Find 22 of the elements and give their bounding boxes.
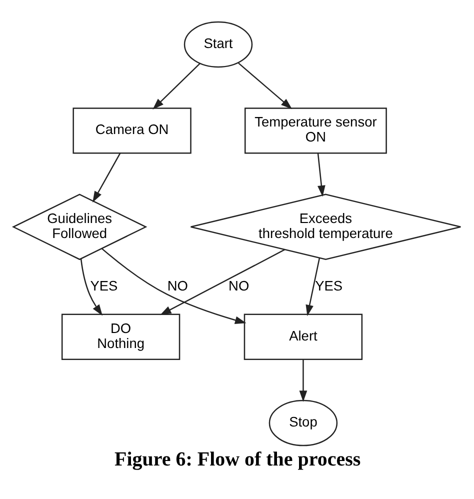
node-diamond: Exceeds threshold temperature [190, 193, 462, 260]
node-diamond: Guidelines Followed [12, 193, 148, 260]
edge-label: YES [315, 278, 343, 293]
arrow [80, 258, 103, 316]
edge-label: NO [167, 278, 188, 293]
arrow [299, 359, 308, 402]
arrow [101, 248, 246, 324]
edge-label: YES [90, 278, 118, 293]
caption: Figure 6: Flow of the process [114, 448, 361, 470]
arrow [306, 257, 320, 316]
node-box: DO Nothing [61, 313, 180, 360]
arrow [160, 248, 286, 315]
node-box: Camera ON [72, 107, 192, 154]
node-ellipse: Stop [268, 399, 338, 446]
arrow [152, 62, 200, 109]
arrow [238, 62, 292, 109]
node-ellipse: Start [184, 20, 253, 68]
node-box: Temperature sensor ON [244, 107, 387, 154]
node-box: Alert [244, 313, 363, 360]
arrow [92, 152, 121, 202]
arrow [317, 152, 326, 196]
edge-label: NO [228, 278, 250, 293]
